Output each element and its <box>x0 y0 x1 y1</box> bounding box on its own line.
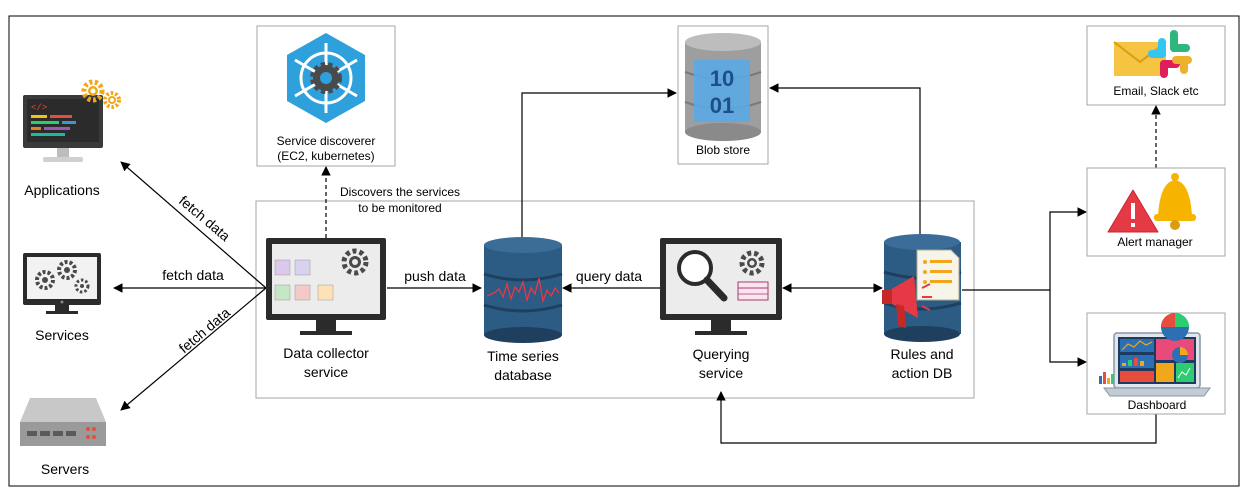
fetch-servers-arrow <box>120 287 267 411</box>
blob-store-node: 10 01 Blob store <box>677 25 769 165</box>
server-rack-icon <box>20 398 106 446</box>
warning-triangle-icon <box>1107 189 1159 233</box>
email-slack-node: Email, Slack etc <box>1086 25 1226 106</box>
rules-alert-arrow <box>962 207 1087 291</box>
document-icon <box>916 249 960 301</box>
applications-node: </> Applications <box>23 79 121 198</box>
query-data-label: query data <box>576 268 642 284</box>
rules-node: Rules and action DB <box>882 234 962 381</box>
gear-orange-icon <box>81 79 121 109</box>
timeseries-wave-icon <box>486 277 560 304</box>
pie-chart-icon <box>1161 313 1189 341</box>
services-label: Services <box>35 327 89 343</box>
svg-text:</>: </> <box>31 103 47 113</box>
querying-node: Querying service <box>660 238 782 381</box>
fetch-services-label: fetch data <box>162 267 224 283</box>
dashboard-node: Dashboard <box>1086 312 1226 415</box>
svg-text:10: 10 <box>710 66 734 91</box>
services-node: Services <box>23 253 101 343</box>
svg-text:01: 01 <box>710 93 734 118</box>
data-collector-label-line2: service <box>304 364 349 380</box>
mini-bar-chart-icon <box>1099 372 1114 384</box>
blob-cylinder-icon: 10 01 <box>684 33 762 141</box>
rules-label-line1: Rules and <box>890 346 953 362</box>
discover-label-line2: to be monitored <box>358 201 441 215</box>
outer-frame <box>8 15 1240 487</box>
megaphone-icon <box>882 276 932 328</box>
servers-node: Servers <box>20 398 106 477</box>
fetch-applications-arrow <box>120 161 267 289</box>
bell-icon <box>1154 173 1196 230</box>
email-slack-label: Email, Slack etc <box>1113 84 1198 98</box>
dashboard-querying-arrow <box>716 391 1157 444</box>
blob-store-label: Blob store <box>696 143 750 157</box>
data-collector-label-line1: Data collector <box>283 345 369 361</box>
alert-manager-label: Alert manager <box>1117 235 1192 249</box>
service-discoverer-label-line1: Service discoverer <box>277 134 376 148</box>
service-discoverer-node: Service discoverer (EC2, kubernetes) <box>256 25 396 167</box>
push-data-label: push data <box>404 268 466 284</box>
dashboard-label: Dashboard <box>1128 398 1187 412</box>
fetch-applications-label: fetch data <box>176 192 234 244</box>
tsdb-label-line1: Time series <box>487 348 559 364</box>
rules-label-line2: action DB <box>892 365 953 381</box>
servers-label: Servers <box>41 461 89 477</box>
tsdb-node: Time series database <box>483 237 563 383</box>
rules-db-icon <box>882 234 962 342</box>
magnifier-icon <box>677 250 728 302</box>
service-discoverer-label-line2: (EC2, kubernetes) <box>277 149 374 163</box>
querying-label-line1: Querying <box>693 346 750 362</box>
services-monitor-icon <box>23 253 101 314</box>
edges <box>113 83 1161 444</box>
query-monitor-icon <box>660 238 782 335</box>
tsdb-blob-arrow <box>521 88 677 238</box>
slack-logo-icon <box>1148 30 1192 78</box>
database-cylinder-icon <box>483 237 563 343</box>
collector-monitor-icon <box>266 238 386 335</box>
email-envelope-icon <box>1113 41 1167 76</box>
applications-label: Applications <box>24 182 100 198</box>
kubernetes-hexagon-icon <box>287 33 365 123</box>
data-collector-node: Data collector service <box>266 238 386 380</box>
code-monitor-icon: </> <box>23 95 103 162</box>
discover-label-line1: Discovers the services <box>340 185 460 199</box>
querying-label-line2: service <box>699 365 744 381</box>
alert-manager-node: Alert manager <box>1086 167 1226 257</box>
fetch-servers-label: fetch data <box>176 304 234 356</box>
tsdb-label-line2: database <box>494 367 552 383</box>
dashboard-laptop-icon <box>1103 332 1211 397</box>
rules-blob-arrow <box>769 83 921 238</box>
rules-dashboard-arrow <box>1049 290 1087 367</box>
system-group-box <box>255 200 975 399</box>
